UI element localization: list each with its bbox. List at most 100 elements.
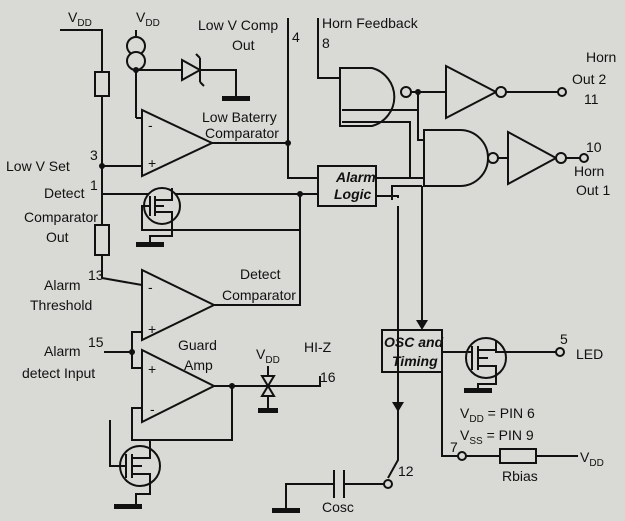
pin7-terminal (457, 451, 467, 461)
vdd-right-label: VDD (580, 449, 604, 469)
vdd-mid-label: VDD (136, 9, 160, 29)
transistor-source-wire (149, 222, 173, 242)
svg-text:VDD: VDD (136, 9, 160, 29)
nand-gate-top (339, 67, 412, 127)
horn-out1-label: Horn Out 1 (574, 163, 610, 198)
cosc-capacitor-icon (333, 470, 345, 498)
osc-to-logic (391, 185, 422, 200)
svg-text:Out 2: Out 2 (572, 71, 606, 87)
svg-text:-: - (148, 279, 153, 295)
svg-text:VDD: VDD (580, 449, 604, 469)
arrow-to-osc (416, 320, 428, 330)
low-v-comp-wire (287, 18, 318, 179)
svg-text:Guard: Guard (178, 337, 217, 353)
ground-led (464, 388, 492, 393)
guard-amp-label: Guard Amp (178, 337, 217, 373)
ground-guard-transistor (114, 504, 142, 509)
pin-13: 13 (88, 267, 104, 283)
detect-comparator: - + (141, 268, 217, 342)
pin-11: 11 (584, 91, 599, 107)
junction-alarm-detect (129, 349, 135, 355)
pin-4: 4 (292, 29, 300, 45)
alarm-detect-wire (104, 331, 142, 353)
zener-diode-icon (181, 53, 205, 87)
junction-zener (133, 67, 139, 73)
detect-label: Detect (44, 185, 85, 201)
junction-guard (229, 383, 235, 389)
threshold-wire (101, 277, 143, 286)
guard-plus-wire (131, 352, 142, 369)
vdd-guard-label: VDD (256, 346, 280, 366)
led-source-wire (477, 378, 497, 388)
ground-zener (222, 96, 250, 101)
alarm-logic-block: Alarm Logic (317, 165, 377, 207)
ground-detect-transistor (136, 242, 164, 247)
led-transistor-icon (465, 337, 507, 379)
vdd-left-label: VDD (68, 9, 92, 29)
svg-text:Low Baterry: Low Baterry (202, 109, 277, 125)
cosc-ground-wire (285, 483, 334, 508)
zener-ground-wire (200, 69, 237, 96)
svg-text:VSS = PIN 9: VSS = PIN 9 (460, 427, 534, 447)
svg-text:VDD = PIN 6: VDD = PIN 6 (460, 405, 535, 425)
vss-pin-note: VSS = PIN 9 (460, 427, 534, 447)
svg-text:Alarm: Alarm (335, 169, 376, 185)
low-battery-comparator: - + (141, 108, 215, 178)
horn-out2-label: Horn Out 2 (572, 49, 616, 87)
junction-detect (297, 191, 303, 197)
svg-text:OSC and: OSC and (384, 334, 444, 350)
svg-text:+: + (148, 155, 156, 171)
inverter-bottom (507, 130, 567, 186)
svg-text:Alarm: Alarm (44, 277, 81, 293)
hiz-label: HI-Z (304, 339, 332, 355)
svg-text:Comparator: Comparator (222, 287, 296, 303)
svg-text:Comparator: Comparator (205, 125, 279, 141)
nand-bottom-in-wire (417, 110, 424, 141)
pin-10: 10 (586, 139, 602, 155)
pin-8: 8 (322, 35, 330, 51)
svg-text:-: - (150, 401, 155, 417)
svg-text:Horn: Horn (586, 49, 616, 65)
rbias-label: Rbias (502, 468, 538, 484)
horn-feedback-wire (317, 18, 342, 79)
pin-16: 16 (320, 369, 336, 385)
svg-text:Detect: Detect (240, 266, 281, 282)
ground-cosc (272, 508, 300, 513)
svg-text:Alarm: Alarm (44, 343, 81, 359)
low-v-set-label: Low V Set (6, 158, 70, 174)
rbias-resistor (499, 448, 537, 464)
svg-text:-: - (148, 117, 153, 133)
svg-text:Horn: Horn (574, 163, 604, 179)
svg-text:+: + (148, 321, 156, 337)
svg-text:Threshold: Threshold (30, 297, 92, 313)
junction-lb-out (285, 140, 291, 146)
svg-text:VDD: VDD (68, 9, 92, 29)
led-out-wire (495, 340, 556, 353)
vdd-pin-note: VDD = PIN 6 (460, 405, 535, 425)
low-v-comp-label: Low V Comp Out (198, 17, 278, 53)
svg-text:VDD: VDD (256, 346, 280, 366)
guard-gate-wire (109, 420, 120, 467)
pin-15: 15 (88, 334, 104, 350)
pin-5: 5 (560, 331, 568, 347)
divider-resistor-bottom (94, 224, 110, 256)
svg-text:Timing: Timing (392, 353, 438, 369)
led-label: LED (576, 346, 603, 362)
hiz-out-wire (274, 376, 321, 387)
ground-hiz (258, 408, 278, 413)
detect-comp-out-wire (214, 230, 301, 306)
inverter-top (445, 64, 507, 120)
pin12-terminal (383, 479, 393, 489)
svg-text:Logic: Logic (334, 186, 372, 202)
alarm-detect-input-label: Alarm detect Input (22, 343, 95, 381)
alarm-logic-out (376, 195, 399, 198)
svg-text:Horn Feedback: Horn Feedback (322, 15, 419, 31)
osc-timing-block: OSC and Timing (381, 329, 444, 373)
svg-text:+: + (148, 361, 156, 377)
low-battery-comparator-label: Low Baterry Comparator (202, 109, 279, 141)
svg-text:detect Input: detect Input (22, 365, 95, 381)
svg-text:Out: Out (232, 37, 255, 53)
pin-12: 12 (398, 463, 414, 479)
nand-gate-bottom (423, 129, 499, 187)
